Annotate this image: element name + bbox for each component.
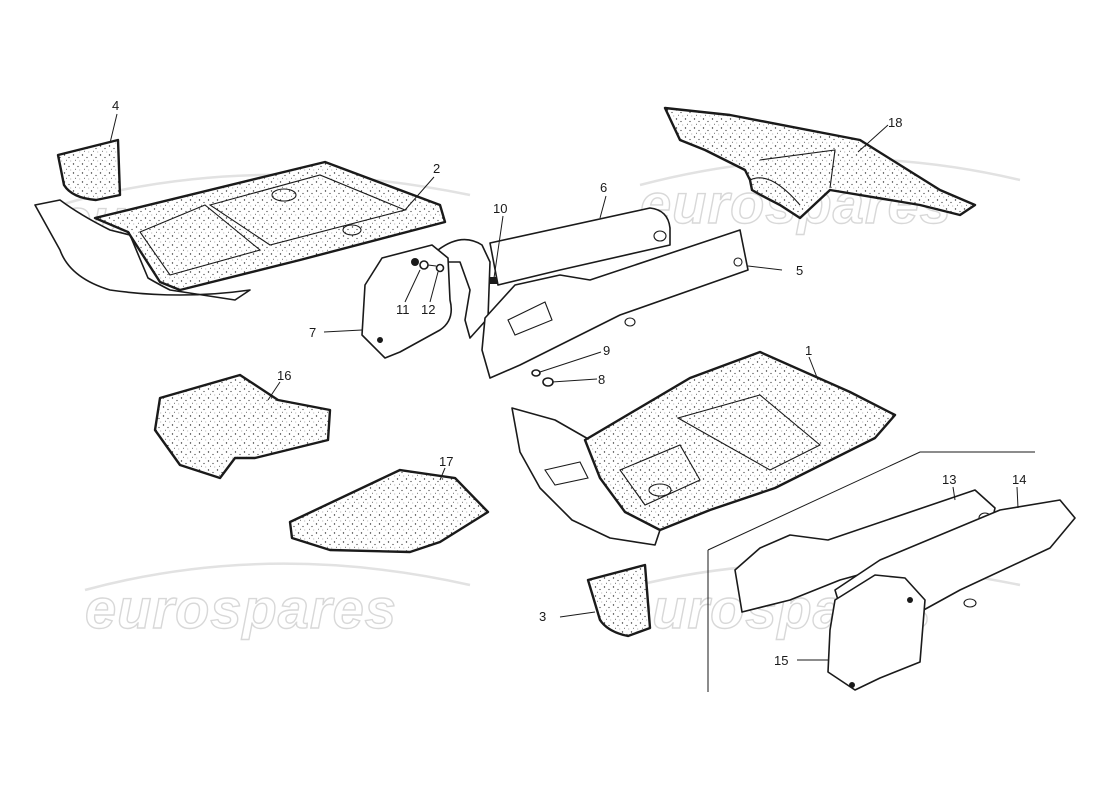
part-16-floor-mat[interactable] bbox=[153, 373, 332, 480]
callout-18: 18 bbox=[888, 115, 902, 130]
part-4-carpet-pad[interactable] bbox=[56, 138, 122, 202]
part-2-rear-floor-carpet[interactable] bbox=[34, 160, 447, 301]
part-1-front-floor-carpet[interactable] bbox=[511, 350, 897, 546]
callout-2: 2 bbox=[433, 161, 440, 176]
callout-16: 16 bbox=[277, 368, 291, 383]
callout-4: 4 bbox=[112, 98, 119, 113]
callout-10: 10 bbox=[493, 201, 507, 216]
callout-1: 1 bbox=[805, 343, 812, 358]
group-frame bbox=[707, 451, 1035, 692]
callout-7: 7 bbox=[309, 325, 316, 340]
part-8-cap[interactable] bbox=[542, 377, 554, 387]
part-5-sill-trim[interactable] bbox=[481, 229, 749, 379]
part-12-washer[interactable] bbox=[435, 263, 445, 273]
part-6-side-trim[interactable] bbox=[489, 207, 671, 286]
part-9-washer[interactable] bbox=[531, 369, 541, 377]
callout-9: 9 bbox=[603, 343, 610, 358]
callout-12: 12 bbox=[421, 302, 435, 317]
part-3-carpet-pad[interactable] bbox=[586, 563, 652, 638]
callout-14: 14 bbox=[1012, 472, 1026, 487]
part-18-tunnel-carpet[interactable] bbox=[663, 106, 977, 220]
leader-lines bbox=[109, 113, 1019, 661]
callout-11: 11 bbox=[396, 302, 410, 317]
callout-15: 15 bbox=[774, 653, 788, 668]
part-10-bracket[interactable] bbox=[437, 238, 497, 339]
watermark-bottom-left: eurospares bbox=[85, 577, 397, 640]
callout-13: 13 bbox=[942, 472, 956, 487]
part-11-screw[interactable] bbox=[419, 260, 437, 270]
part-7-side-panel[interactable] bbox=[361, 244, 453, 359]
callout-8: 8 bbox=[598, 372, 605, 387]
callout-labels: 1 2 3 4 5 6 7 8 9 10 11 12 13 14 15 16 1… bbox=[112, 98, 1026, 668]
part-17-floor-mat[interactable] bbox=[288, 468, 490, 554]
part-15-panel[interactable] bbox=[827, 574, 926, 691]
callout-3: 3 bbox=[539, 609, 546, 624]
callout-17: 17 bbox=[439, 454, 453, 469]
callout-6: 6 bbox=[600, 180, 607, 195]
callout-5: 5 bbox=[796, 263, 803, 278]
